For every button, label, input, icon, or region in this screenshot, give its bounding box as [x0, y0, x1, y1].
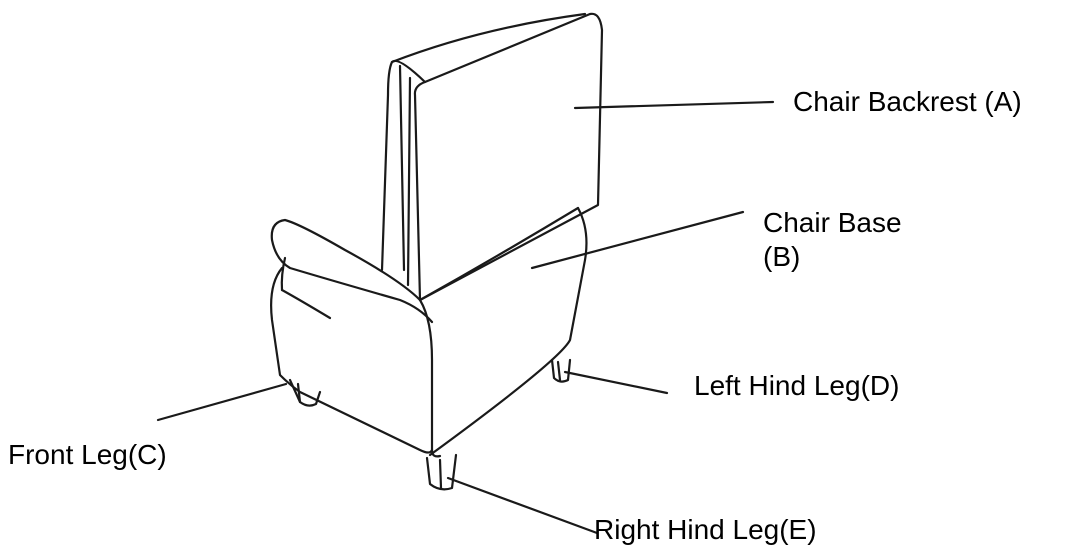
- left-hind-leg-shape: [550, 358, 572, 383]
- label-chair-base-line2: (B): [763, 241, 801, 272]
- label-chair-base: Chair Base (B): [763, 206, 902, 274]
- leader-line-left-hind-leg: [563, 370, 669, 395]
- base-shape: [270, 206, 588, 458]
- label-front-leg: Front Leg(C): [8, 439, 167, 470]
- label-right-hind-leg: Right Hind Leg(E): [594, 514, 817, 545]
- leader-line-front-leg: [156, 382, 288, 422]
- leader-line-backrest: [573, 100, 775, 110]
- backrest-shape: [380, 12, 604, 302]
- leader-line-base: [530, 210, 745, 270]
- label-chair-base-line1: Chair Base: [763, 207, 902, 238]
- label-left-hind-leg: Left Hind Leg(D): [694, 370, 900, 401]
- front-leg-shape: [288, 378, 322, 407]
- leader-line-right-hind-leg: [446, 476, 599, 535]
- label-chair-backrest: Chair Backrest (A): [793, 86, 1022, 117]
- right-hind-leg-shape: [425, 453, 458, 491]
